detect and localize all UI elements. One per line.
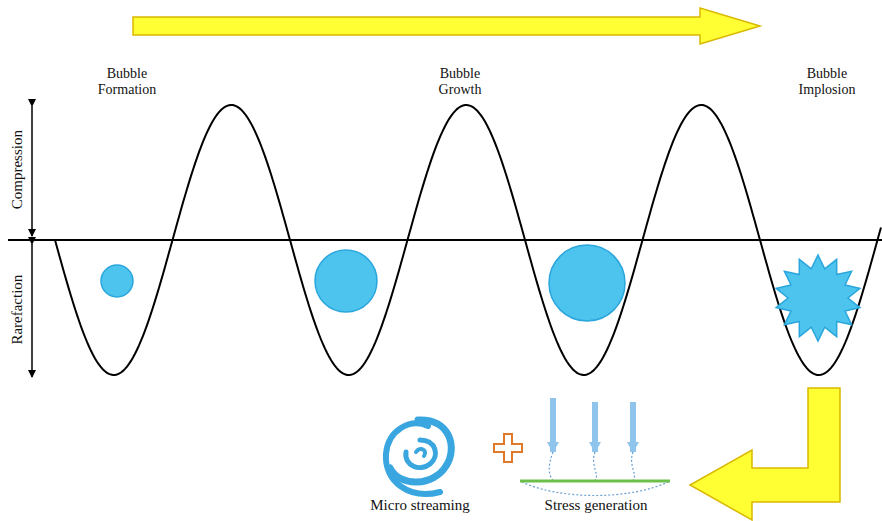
- large-bubble: [549, 245, 625, 321]
- compression-arrow: [31, 106, 33, 236]
- stage-label: Bubble Formation: [87, 66, 167, 98]
- growing-bubble: [315, 250, 377, 312]
- rarefaction-arrow: [31, 244, 33, 377]
- result-arrow: [690, 388, 840, 520]
- micro-streaming-icon: [386, 420, 451, 494]
- effect-label: Stress generation: [545, 497, 648, 514]
- sound-wave: [55, 105, 881, 375]
- axis-label: Compression: [9, 130, 26, 209]
- effect-label: Micro streaming: [370, 497, 470, 514]
- plus-sign: [494, 434, 522, 462]
- stage-label: Bubble Implosion: [787, 66, 867, 98]
- progress-arrow: [133, 8, 760, 44]
- stage-label: Bubble Growth: [420, 66, 500, 98]
- axis-label: Rarefaction: [9, 275, 26, 345]
- small-bubble: [101, 265, 133, 297]
- surface-line: [520, 480, 670, 483]
- stress-dotted-paths: [522, 452, 668, 496]
- imploding-bubble: [776, 255, 860, 341]
- pressure-baseline: [8, 239, 882, 241]
- stress-arrows: [553, 398, 633, 452]
